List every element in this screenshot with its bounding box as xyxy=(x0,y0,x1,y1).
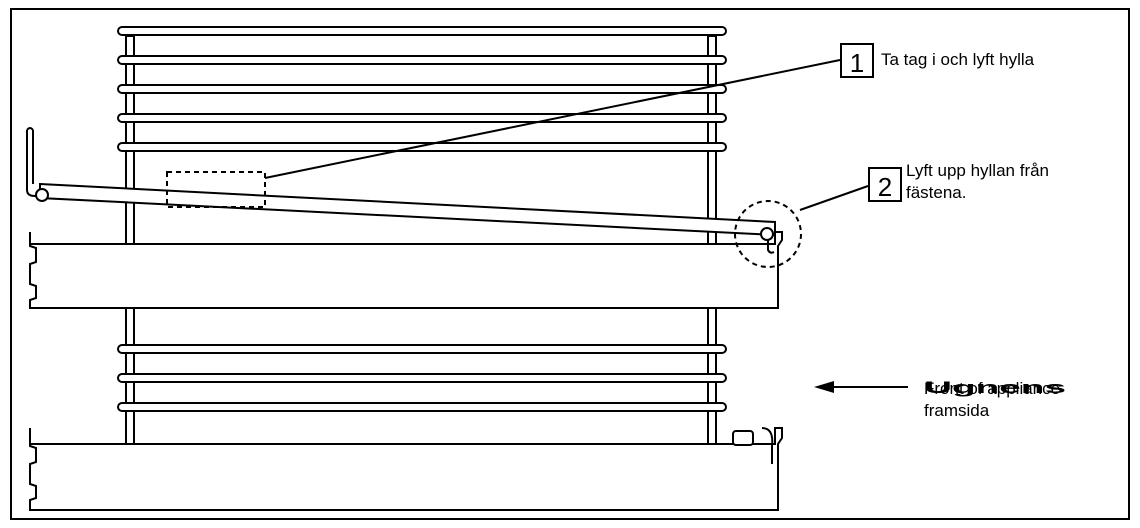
front-direction-arrow xyxy=(814,381,908,393)
step-2-number-box xyxy=(868,167,902,202)
lower-shelf-panel xyxy=(29,427,783,511)
upper-shelf-panel xyxy=(29,231,783,309)
front-label-english: Front of appliance xyxy=(924,379,1060,398)
rack-side-posts xyxy=(125,35,717,449)
leader-line-step-1 xyxy=(264,59,841,179)
tilted-wire-shelf xyxy=(26,127,776,254)
front-label-swedish-line-2: framsida xyxy=(924,401,990,420)
step-1-label: Ta tag i och lyft hylla xyxy=(881,50,1035,69)
upper-shelf-guides xyxy=(117,26,727,152)
support-hook-marker xyxy=(734,200,802,268)
diagram-frame xyxy=(10,8,1130,520)
grip-area-marker xyxy=(166,171,266,208)
step-2-number: 2 xyxy=(878,172,892,202)
shelf-latch-hook xyxy=(761,427,774,464)
step-1-number-box xyxy=(840,43,874,78)
step-2-label-line-1: Lyft upp hyllan från xyxy=(906,161,1049,180)
step-1-number: 1 xyxy=(850,48,864,78)
step-2-label-line-2: fästena. xyxy=(906,183,967,202)
leader-line-step-2 xyxy=(799,185,869,211)
shelf-latch xyxy=(732,430,754,446)
lower-shelf-guides xyxy=(117,344,727,412)
front-label-swedish: Ugnens xyxy=(924,378,1066,397)
